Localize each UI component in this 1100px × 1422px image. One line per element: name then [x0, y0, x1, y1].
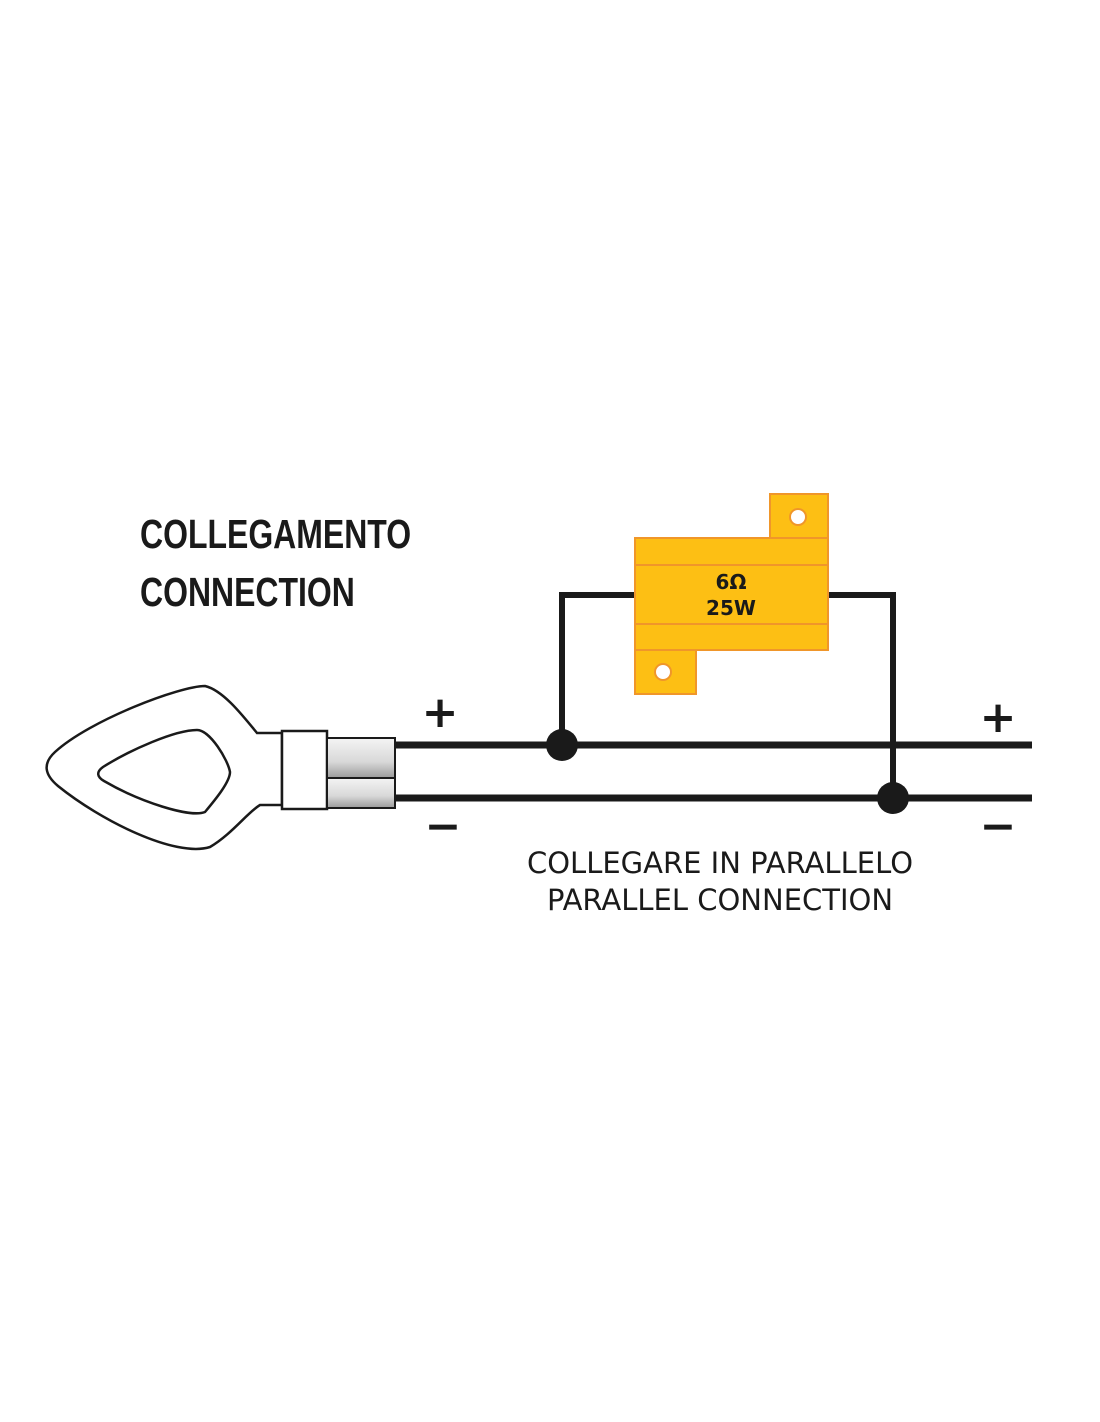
caption-italian: COLLEGARE IN PARALLELO: [527, 846, 913, 880]
minus-sign-right: −: [980, 801, 1017, 852]
resistor-body: [634, 537, 829, 651]
junction-negative: [877, 782, 909, 814]
lamp-stem: [280, 729, 329, 811]
resistor-lead-left: [559, 592, 636, 745]
resistance-label: 6Ω: [716, 570, 747, 594]
plus-sign-left: +: [422, 687, 459, 738]
resistor: 6Ω 25W: [634, 493, 829, 695]
minus-sign-left: −: [425, 801, 462, 852]
mounting-hole-bottom: [654, 663, 672, 681]
mounting-hole-top: [789, 508, 807, 526]
title-english: CONNECTION: [140, 569, 355, 615]
power-label: 25W: [706, 596, 756, 620]
title-italian: COLLEGAMENTO: [140, 511, 411, 557]
caption-english: PARALLEL CONNECTION: [547, 883, 893, 917]
resistor-lead-right: [827, 592, 896, 798]
cable-sleeve-positive: [326, 737, 396, 779]
plus-sign-right: +: [980, 692, 1017, 743]
turn-signal-lamp: [45, 684, 396, 851]
lamp-lens: [97, 728, 232, 815]
cable-sleeve-negative: [326, 777, 396, 809]
junction-positive: [546, 729, 578, 761]
